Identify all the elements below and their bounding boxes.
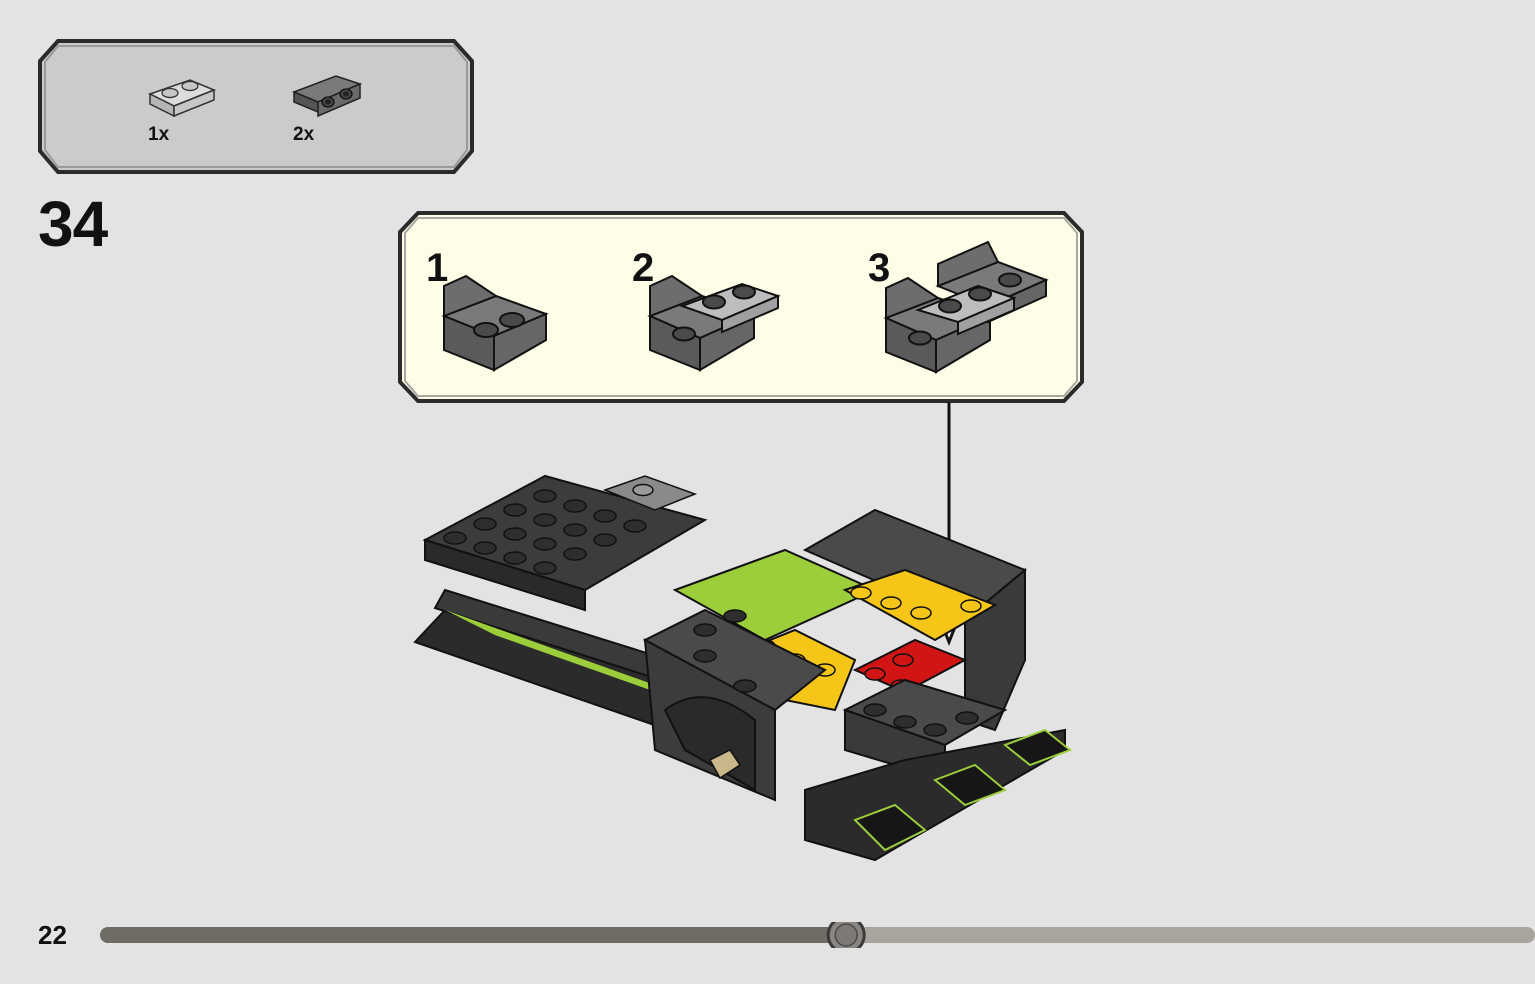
dark-gray-bracket-plate-icon xyxy=(291,75,363,118)
sub-step-number-1: 1 xyxy=(426,246,449,290)
page-number: 22 xyxy=(38,920,67,950)
step-number: 34 xyxy=(38,188,108,260)
bracket-plate-icon xyxy=(441,274,549,372)
light-gray-plate-1x2-icon xyxy=(148,79,216,118)
sub-assembly-callout: 1 2 3 xyxy=(396,210,1086,405)
sub-step-number-2: 2 xyxy=(632,246,655,290)
progress-knob-inner xyxy=(834,923,858,947)
progress-fill xyxy=(100,927,847,943)
bracket-pair-with-plate-icon xyxy=(883,240,1049,374)
bracket-with-plate-icon xyxy=(647,274,781,372)
page-progress-bar xyxy=(100,922,1535,948)
part-quantity-2: 2x xyxy=(293,124,315,145)
vehicle-model-illustration xyxy=(413,474,1072,862)
parts-callout: 1x 2x xyxy=(36,38,476,176)
sub-step-number-3: 3 xyxy=(868,246,891,290)
parts-callout-frame xyxy=(38,39,474,174)
part-quantity-1: 1x xyxy=(148,124,170,145)
